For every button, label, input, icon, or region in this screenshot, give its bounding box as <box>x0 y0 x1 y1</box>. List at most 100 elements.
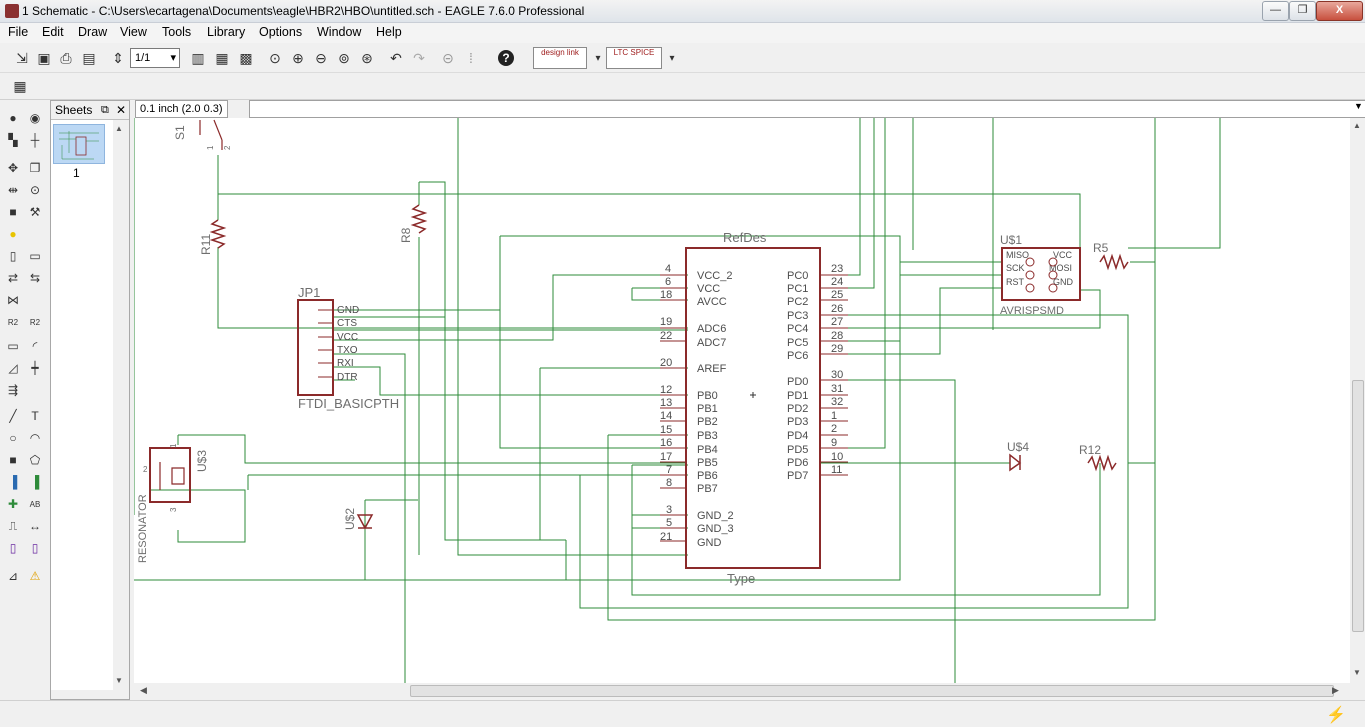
rotate-icon[interactable]: ⊙ <box>29 183 41 197</box>
led-u2-symbol[interactable] <box>356 514 374 530</box>
sheet-thumbnail[interactable] <box>53 124 105 164</box>
delete-icon[interactable]: ▯ <box>9 249 17 263</box>
command-history-dropdown-icon[interactable]: ▼ <box>1354 101 1363 111</box>
led-u4-symbol[interactable] <box>1009 453 1022 472</box>
print-icon[interactable]: ⎙ <box>60 49 72 66</box>
change-icon[interactable]: ⚒ <box>29 205 41 219</box>
info-icon[interactable]: ● <box>9 111 17 125</box>
rect-icon[interactable]: ■ <box>9 453 17 467</box>
zoom-select-icon[interactable]: ⊛ <box>361 49 373 66</box>
menu-tools[interactable]: Tools <box>162 25 192 39</box>
ulp-icon[interactable]: ▥ <box>191 49 205 66</box>
board-icon[interactable]: ▩ <box>239 49 253 66</box>
scroll-down-icon[interactable]: ▼ <box>115 676 123 685</box>
dimension-icon[interactable]: ↔ <box>29 519 41 533</box>
text-icon[interactable]: T <box>31 409 39 423</box>
smash-icon[interactable]: ▭ <box>7 339 19 353</box>
show-icon[interactable]: ◉ <box>29 111 41 125</box>
sch-icon[interactable]: ▦ <box>215 49 229 66</box>
save-icon[interactable]: ▣ <box>37 49 51 66</box>
scroll-right-icon[interactable]: ▶ <box>1332 685 1339 695</box>
avrisp-body[interactable] <box>1001 247 1081 301</box>
arc-icon[interactable]: ◠ <box>29 431 41 445</box>
ltspice-dropdown-icon[interactable]: ▾ <box>669 52 675 64</box>
copy-icon[interactable]: ❐ <box>29 161 41 175</box>
menu-help[interactable]: Help <box>376 25 402 39</box>
optimize-icon[interactable]: ⇶ <box>7 383 19 397</box>
mirror-icon[interactable]: ⇹ <box>7 183 19 197</box>
scroll-down-icon[interactable]: ▼ <box>1353 668 1361 677</box>
canvas-vertical-scrollbar[interactable]: ▲ ▼ <box>1350 118 1365 683</box>
invoke-icon[interactable]: ┿ <box>31 361 39 375</box>
menu-file[interactable]: File <box>8 25 29 39</box>
stop-icon[interactable]: ⊝ <box>442 49 454 66</box>
miter-icon[interactable]: ◜ <box>32 339 38 353</box>
help-icon[interactable]: ? <box>496 48 516 68</box>
attribute-icon[interactable]: ⎍ <box>8 518 18 533</box>
junction-icon[interactable]: ✚ <box>7 497 19 511</box>
command-input[interactable] <box>249 100 1365 118</box>
pinswap-icon[interactable]: ⇄ <box>7 271 19 285</box>
module-icon[interactable]: ▯ <box>31 541 39 555</box>
minimize-button[interactable]: — <box>1262 1 1289 21</box>
gateswap-icon[interactable]: ⋈ <box>7 293 19 307</box>
display-layers-icon[interactable]: ▚ <box>8 133 18 147</box>
redo-icon[interactable]: ↷ <box>413 49 425 66</box>
menu-library[interactable]: Library <box>207 25 246 39</box>
r8-symbol[interactable] <box>410 204 428 234</box>
float-icon[interactable]: ⧉ <box>101 104 109 116</box>
scroll-left-icon[interactable]: ◀ <box>140 685 147 695</box>
menu-draw[interactable]: Draw <box>78 25 108 39</box>
zoom-out-icon[interactable]: ⊖ <box>315 49 327 66</box>
menu-options[interactable]: Options <box>259 25 303 39</box>
wire-icon[interactable]: ╱ <box>9 409 17 423</box>
label-icon[interactable]: AB <box>29 499 41 509</box>
split-icon[interactable]: ◿ <box>8 361 18 375</box>
vertical-scroll-thumb[interactable] <box>1352 380 1364 632</box>
ftdi-body[interactable] <box>297 299 334 396</box>
cam-processor-icon[interactable]: ▤ <box>82 49 96 66</box>
paste-icon[interactable]: ● <box>9 227 17 241</box>
open-icon[interactable]: ⇲ <box>16 49 28 66</box>
ltspice-button[interactable]: LTC SPICE <box>606 47 662 69</box>
zoom-in-icon[interactable]: ⊕ <box>292 49 304 66</box>
replace-icon[interactable]: ⇆ <box>29 271 41 285</box>
circle-icon[interactable]: ○ <box>9 431 17 445</box>
close-icon[interactable]: ✕ <box>116 103 127 117</box>
designlink-button[interactable]: design link <box>533 47 587 69</box>
r11-symbol[interactable] <box>209 219 227 249</box>
menu-view[interactable]: View <box>120 25 147 39</box>
warning-icon[interactable]: ⚠ <box>29 569 41 583</box>
sheet-icon[interactable]: ⇕ <box>112 49 124 66</box>
zoom-fit-icon[interactable]: ⊙ <box>269 49 281 66</box>
name-icon[interactable]: R2 <box>7 317 19 327</box>
frame-icon[interactable]: ▯ <box>9 541 17 555</box>
schematic-canvas[interactable]: 4 VCC_2 6 VCC 18 AVCC 19 ADC6 22 ADC7 20… <box>134 118 1350 683</box>
close-button[interactable]: X <box>1316 1 1363 21</box>
go-icon[interactable]: ⁞ <box>469 50 473 66</box>
restore-button[interactable]: ❐ <box>1289 1 1316 21</box>
r5-symbol[interactable] <box>1099 253 1129 271</box>
lightning-icon[interactable]: ⚡ <box>1326 707 1346 724</box>
sheet-select[interactable]: 1/1▾ <box>130 48 180 68</box>
redraw-icon[interactable]: ⊚ <box>338 49 350 66</box>
resonator-body[interactable] <box>149 447 191 503</box>
scroll-up-icon[interactable]: ▲ <box>1353 121 1361 130</box>
move-icon[interactable]: ✥ <box>7 161 19 175</box>
designlink-dropdown-icon[interactable]: ▾ <box>595 52 601 64</box>
undo-icon[interactable]: ↶ <box>390 49 402 66</box>
net-icon[interactable]: ▐ <box>30 475 40 489</box>
horizontal-scroll-thumb[interactable] <box>410 685 1334 697</box>
mark-icon[interactable]: ┼ <box>30 133 40 147</box>
bus-icon[interactable]: ▐ <box>8 475 18 489</box>
schematic-drawing[interactable]: 4 VCC_2 6 VCC 18 AVCC 19 ADC6 22 ADC7 20… <box>134 118 1350 683</box>
scroll-up-icon[interactable]: ▲ <box>115 124 123 133</box>
add-icon[interactable]: ▭ <box>29 249 41 263</box>
menu-window[interactable]: Window <box>317 25 362 39</box>
value-icon[interactable]: R2 <box>29 317 41 327</box>
r12-symbol[interactable] <box>1087 454 1117 472</box>
polygon-icon[interactable]: ⬠ <box>29 453 41 467</box>
s1-symbol[interactable] <box>199 119 223 150</box>
sheets-scrollbar[interactable]: ▲ ▼ <box>113 120 127 690</box>
erc-icon[interactable]: ⊿ <box>7 569 19 583</box>
